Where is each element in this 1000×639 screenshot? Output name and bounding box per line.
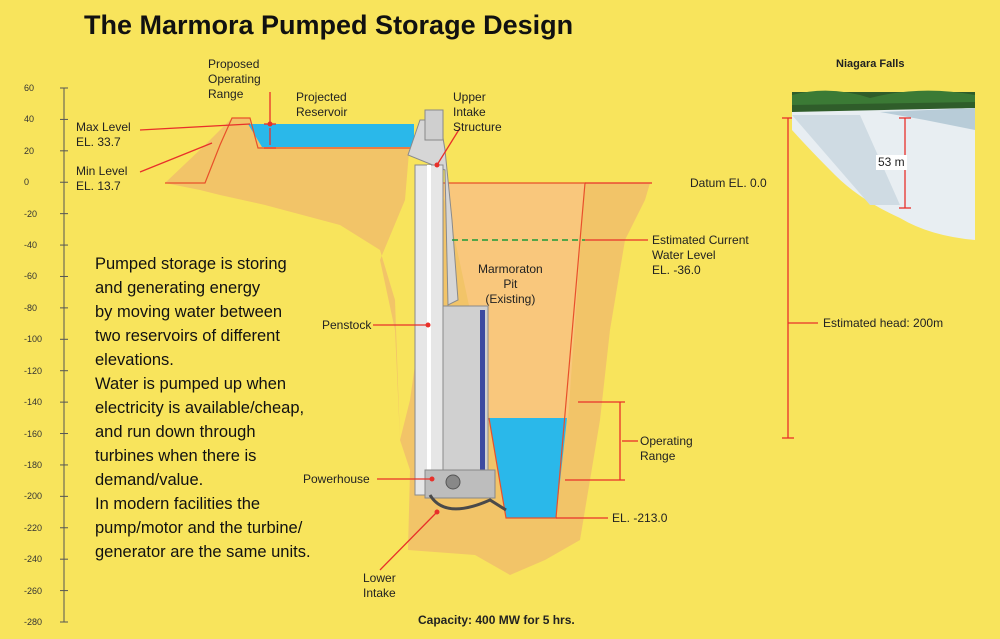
projected-reservoir-label: Projected Reservoir	[296, 90, 348, 119]
el-bottom-label: EL. -213.0	[612, 511, 668, 525]
explanation-text: Pumped storage is storing and generating…	[95, 252, 355, 564]
explanation-line: two reservoirs of different	[95, 327, 280, 345]
lower-intake-label: Lower Intake	[363, 571, 396, 600]
explanation-line: Water is pumped up when	[95, 375, 287, 393]
scale-tick-label: -260	[24, 585, 43, 596]
scale-tick-label: 40	[24, 114, 35, 125]
scale-tick-label: -80	[24, 302, 38, 313]
pit-shaft-strip	[424, 109, 444, 141]
marmoraton-pit	[440, 183, 585, 420]
estimated-current-water-level-label: Estimated Current Water Level EL. -36.0	[652, 233, 749, 277]
proposed-operating-range-label: Proposed Operating Range	[208, 57, 261, 101]
page-title: The Marmora Pumped Storage Design	[84, 10, 574, 40]
explanation-line: by moving water between	[95, 303, 283, 321]
leader-dots	[267, 121, 440, 515]
scale-tick-label: -120	[24, 365, 43, 376]
scale-tick-label: 0	[24, 177, 30, 188]
scale-tick-label: -60	[24, 271, 38, 282]
scale-tick-label: -200	[24, 491, 43, 502]
explanation-line: turbines when there is	[95, 447, 257, 465]
marmoraton-pit-label: Marmoraton Pit (Existing)	[478, 262, 543, 306]
max-level-label: Max Level EL. 33.7	[76, 120, 131, 149]
scale-tick-label: -240	[24, 554, 43, 565]
explanation-line: electricity is available/cheap,	[95, 399, 305, 417]
explanation-line: elevations.	[95, 351, 174, 369]
scale-tick-label: -20	[24, 208, 38, 219]
scale-tick-label: -160	[24, 428, 43, 439]
scale-tick-label: -140	[24, 397, 43, 408]
scale-tick-label: 20	[24, 145, 35, 156]
scale-tick-label: -40	[24, 240, 38, 251]
scale-tick-label: -280	[24, 617, 43, 627]
upper-reservoir-outline	[165, 117, 412, 184]
lower-reservoir-water	[489, 418, 567, 518]
upper-reservoir-water	[248, 124, 414, 147]
explanation-line: In modern facilities the	[95, 495, 261, 513]
lower-intake-tunnel	[428, 494, 507, 512]
upper-intake-structure-label: Upper Intake Structure	[453, 90, 502, 134]
estimated-head-label: Estimated head: 200m	[823, 316, 944, 330]
niagara-height-label: 53 m	[876, 155, 907, 170]
niagara-falls-image	[792, 90, 975, 240]
scale-tick-label: -100	[24, 334, 43, 345]
operating-range-label: Operating Range	[640, 434, 693, 463]
leader-lines	[139, 92, 818, 571]
min-level-label: Min Level EL. 13.7	[76, 164, 128, 193]
turbine-unit	[445, 474, 461, 490]
explanation-line: generator are the same units.	[95, 543, 311, 561]
explanation-line: and run down through	[95, 423, 256, 441]
capacity-footer: Capacity: 400 MW for 5 hrs.	[418, 613, 575, 627]
powerhouse-label: Powerhouse	[303, 472, 370, 486]
elevation-scale	[60, 87, 68, 623]
explanation-line: Pumped storage is storing	[95, 255, 287, 273]
powerhouse-crane	[480, 310, 485, 485]
explanation-line: pump/motor and the turbine/	[95, 519, 303, 537]
datum-label: Datum EL. 0.0	[690, 176, 767, 190]
scale-tick-label: -220	[24, 522, 43, 533]
explanation-line: and generating energy	[95, 279, 261, 297]
scale-tick-label: 60	[24, 83, 35, 93]
scale-tick-label: -180	[24, 459, 43, 470]
explanation-line: demand/value.	[95, 471, 204, 489]
penstock-label: Penstock	[322, 318, 372, 332]
niagara-falls-title: Niagara Falls	[836, 58, 905, 70]
